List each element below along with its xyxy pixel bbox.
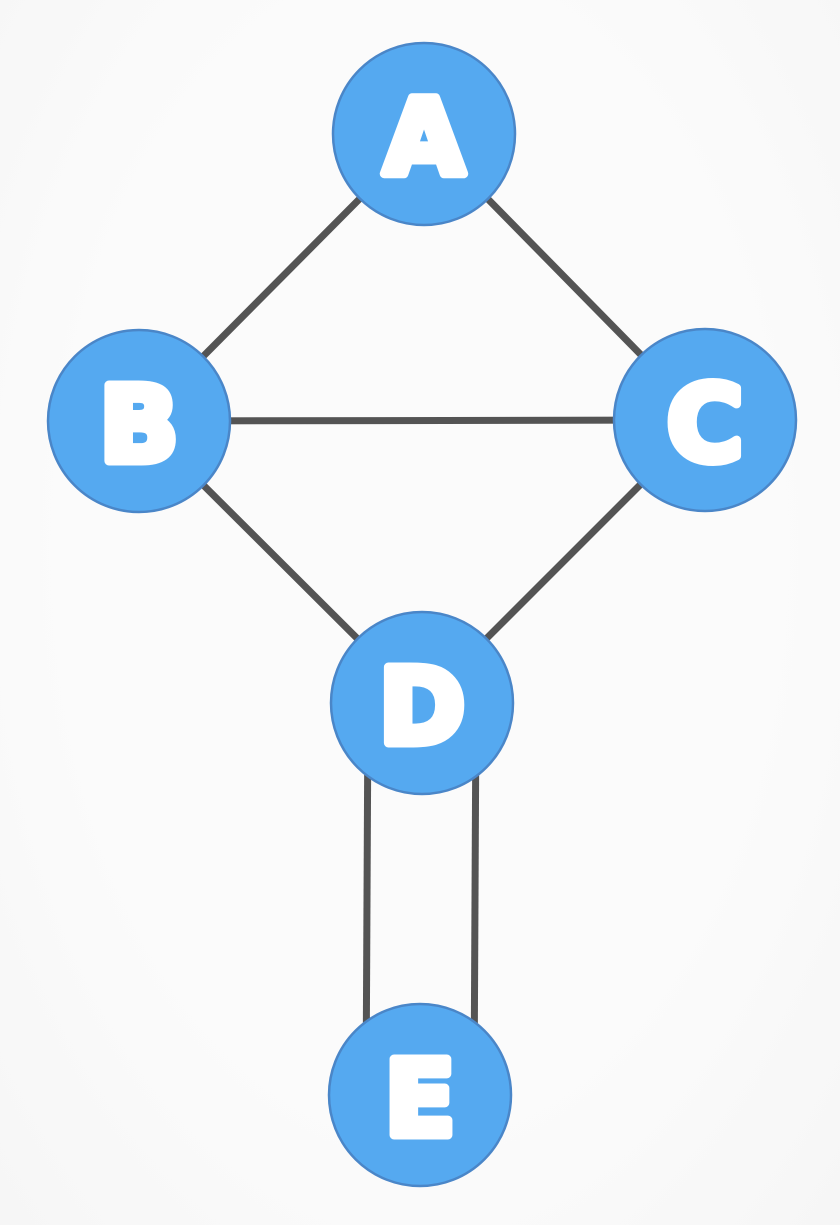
node-A: A — [331, 41, 517, 227]
node-D-circle — [329, 610, 515, 796]
node-D-label: D — [379, 646, 465, 768]
node-B-label: B — [99, 364, 178, 486]
node-C: C — [612, 327, 798, 513]
node-E-circle — [327, 1002, 513, 1188]
node-C-circle — [612, 327, 798, 513]
node-E: E — [327, 1002, 513, 1188]
node-B-circle — [46, 328, 232, 514]
node-A-circle — [331, 41, 517, 227]
node-A-label: A — [384, 77, 465, 199]
node-E-label: E — [384, 1038, 455, 1160]
node-B: B — [46, 328, 232, 514]
nodes-layer: A B C D E — [46, 41, 798, 1188]
node-C-label: C — [667, 363, 743, 485]
edge-B-C — [138, 416, 706, 425]
node-D: D — [329, 610, 515, 796]
